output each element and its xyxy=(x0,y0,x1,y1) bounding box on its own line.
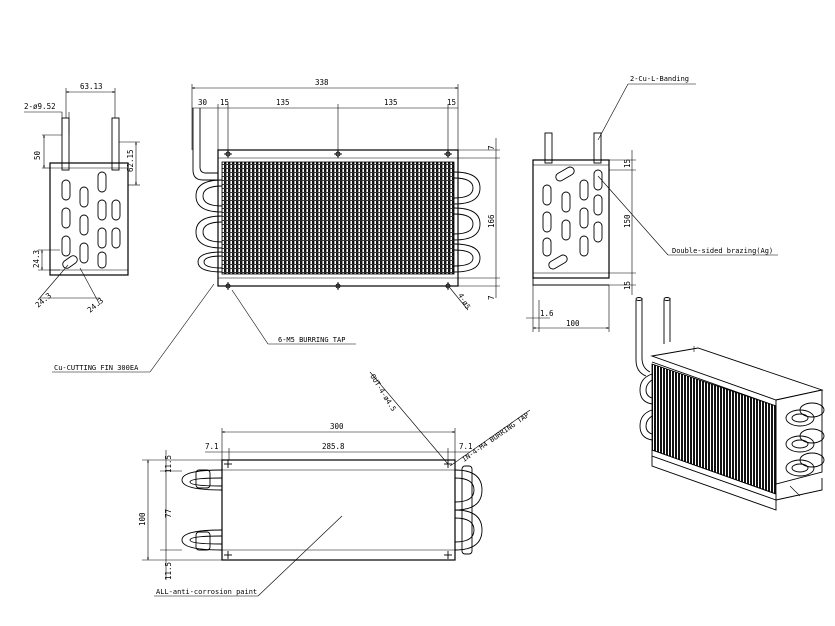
fin-block xyxy=(221,161,455,275)
left-pipe-1 xyxy=(61,117,70,171)
dim-total-length: 338 xyxy=(315,78,329,87)
dim-bend-a: 24.3 xyxy=(34,291,54,310)
dim-height: 166 xyxy=(487,214,496,228)
isometric-view xyxy=(635,297,825,511)
right-side-view: 15 150 15 1.6 100 2-Cu-L-Banding Double-… xyxy=(526,75,778,332)
left-slots xyxy=(61,171,121,269)
dim-bottom-low: 11.5 xyxy=(164,562,173,580)
dim-bottom-left: 7.1 xyxy=(205,442,219,451)
dim-bottom-inner: 285.8 xyxy=(322,442,345,451)
note-banding: 2-Cu-L-Banding xyxy=(630,75,689,83)
left-side-view: 63.13 2-ø9.52 50 62.15 24.3 24.3 24.3 xyxy=(24,82,140,315)
dim-left-margin: 30 xyxy=(198,98,208,107)
dim-pipe-height: 50 xyxy=(33,150,42,160)
dim-right-height: 150 xyxy=(623,214,632,228)
right-slots xyxy=(542,166,603,270)
note-fin: Cu-CUTTING FIN 300EA xyxy=(54,364,139,372)
dim-bottom-right: 7.1 xyxy=(459,442,473,451)
bottom-body xyxy=(221,459,456,561)
dim-bend-pitch: 24.3 xyxy=(32,250,41,268)
dim-span-1: 135 xyxy=(276,98,290,107)
note-in: IN-4-M4 BURRING TAP xyxy=(461,411,531,463)
dim-bracket-width: 100 xyxy=(566,319,580,328)
left-side-plate xyxy=(49,162,129,276)
dim-flange-left: 15 xyxy=(220,98,229,107)
dim-bottom-gap: 7 xyxy=(487,295,496,300)
dim-bracket-small: 1.6 xyxy=(540,309,554,318)
dim-bottom-mid: 77 xyxy=(164,509,173,518)
left-pipe-2 xyxy=(111,117,120,171)
note-hole: 4-ø5 xyxy=(456,292,471,311)
dim-flange-right: 15 xyxy=(447,98,456,107)
note-brazing: Double-sided brazing(Ag) xyxy=(672,247,773,255)
note-out: OUT-4-ø4.5 xyxy=(368,373,397,413)
note-paint: ALL-anti-corrosion paint xyxy=(156,588,257,596)
iso-fin-face xyxy=(651,363,777,495)
dim-right-top: 15 xyxy=(623,159,632,168)
left-return-bends xyxy=(195,179,223,273)
dim-pipe-offset: 62.15 xyxy=(126,149,135,172)
burring-tap-marks xyxy=(224,150,452,290)
dim-bend-b: 24.3 xyxy=(86,296,106,315)
bottom-view: 300 7.1 285.8 7.1 xyxy=(138,371,531,597)
front-view: 338 30 15 135 135 15 xyxy=(52,78,500,373)
dim-bottom-length: 300 xyxy=(330,422,344,431)
dim-side-width: 63.13 xyxy=(80,82,103,91)
dim-bottom-top: 11.5 xyxy=(164,455,173,473)
right-return-bends xyxy=(453,171,481,273)
dim-top-gap: 7 xyxy=(487,145,496,150)
dim-span-2: 135 xyxy=(384,98,398,107)
note-burring-tap: 6-M5 BURRING TAP xyxy=(278,336,345,344)
dim-right-bottom: 15 xyxy=(623,281,632,290)
dim-bottom-total: 100 xyxy=(138,512,147,526)
right-side-plate xyxy=(532,159,610,279)
dim-pipe-dia: 2-ø9.52 xyxy=(24,102,56,111)
